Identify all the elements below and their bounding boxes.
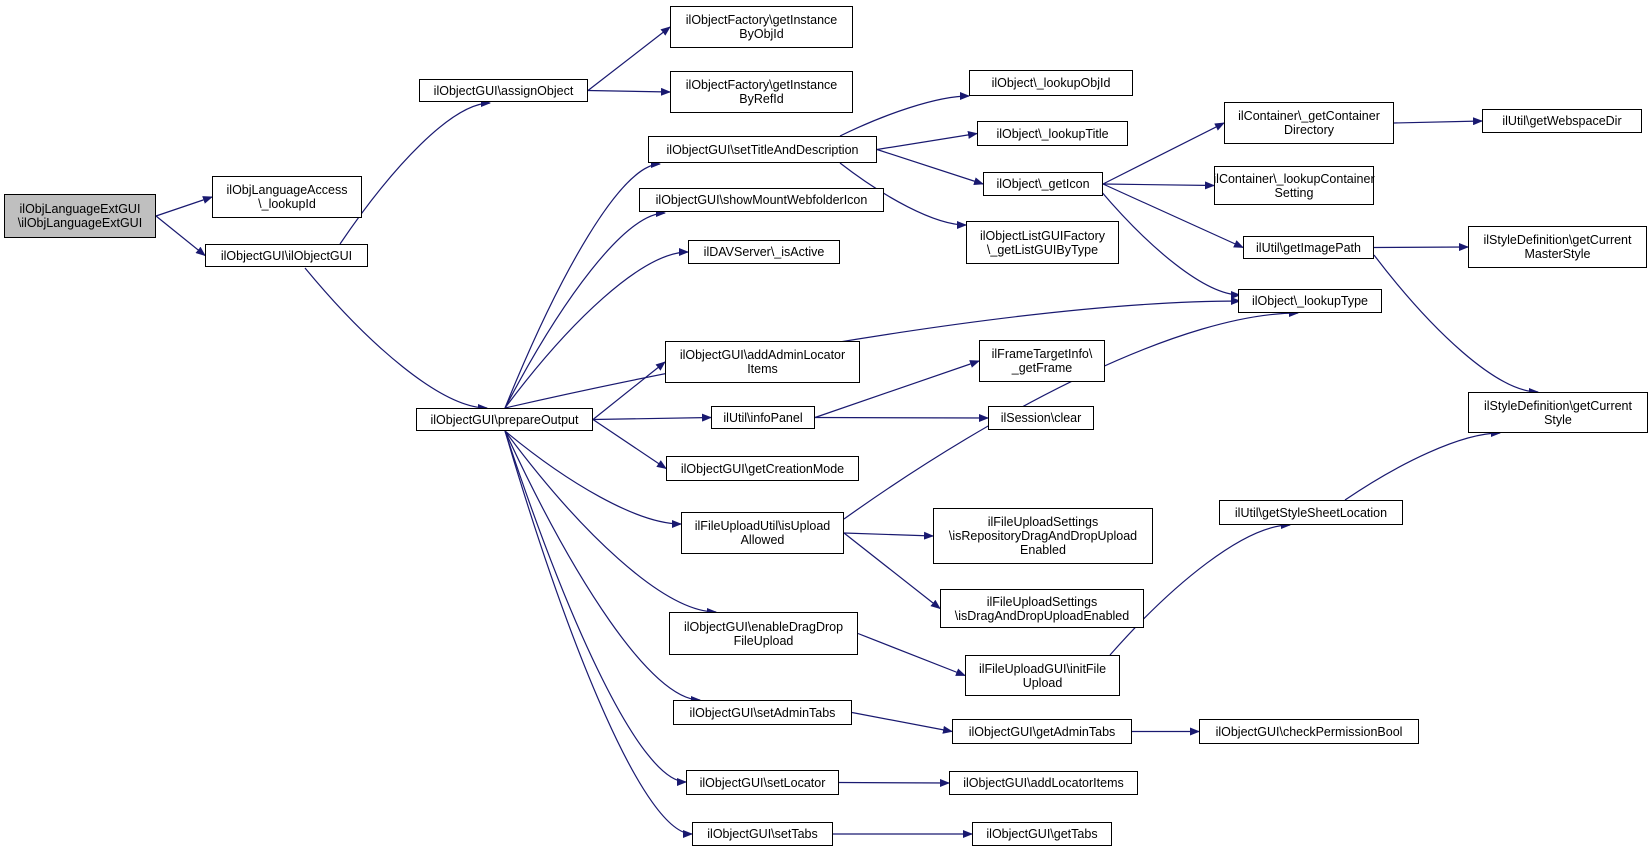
edge-cont-dir-to-webspace [1393, 117, 1483, 126]
edge-settitle-to-geticon [876, 148, 984, 186]
edge-ctor-to-prep [304, 267, 488, 412]
edge-initfile-to-stylesheet [1109, 521, 1291, 656]
edge-uploadallowed-to-repodnd [843, 531, 934, 540]
node-settitle[interactable]: ilObjectGUI\setTitleAndDescription [648, 136, 877, 163]
edge-prep-to-settabs [504, 430, 693, 838]
node-prep[interactable]: ilObjectGUI\prepareOutput [416, 408, 593, 431]
node-assign[interactable]: ilObjectGUI\assignObject [419, 79, 588, 102]
edge-setadmintabs-to-getadmintabs [851, 711, 953, 734]
edge-geticon-to-cont-set [1102, 181, 1215, 190]
edge-settitle-to-lk-title [876, 130, 978, 151]
edge-geticon-to-imgpath [1102, 183, 1244, 249]
node-session[interactable]: ilSession\clear [988, 406, 1094, 430]
node-stylesheet[interactable]: ilUtil\getStyleSheetLocation [1219, 500, 1403, 525]
node-cont-set[interactable]: ilContainer\_lookupContainer Setting [1213, 166, 1375, 205]
node-webspace[interactable]: ilUtil\getWebspaceDir [1482, 109, 1642, 133]
node-imgpath[interactable]: ilUtil\getImagePath [1243, 236, 1374, 259]
edge-geticon-to-lk-type [1099, 189, 1241, 299]
node-setlocator[interactable]: ilObjectGUI\setLocator [686, 770, 839, 795]
edge-settitle-to-lk-objid [839, 92, 970, 137]
node-checkperm[interactable]: ilObjectGUI\checkPermissionBool [1199, 719, 1419, 744]
edge-imgpath-to-masterstyle [1373, 243, 1469, 252]
node-dndenabled[interactable]: ilFileUploadSettings \isDragAndDropUploa… [940, 589, 1144, 628]
edge-enabledd-to-initfile [857, 632, 966, 677]
edge-prep-to-setlocator [504, 430, 687, 786]
edge-prep-to-mount [504, 209, 666, 409]
edge-prep-to-settitle [504, 160, 661, 409]
node-infopanel[interactable]: ilUtil\infoPanel [711, 406, 815, 429]
edge-prep-to-infopanel [592, 413, 712, 422]
node-lookupId[interactable]: ilObjLanguageAccess \_lookupId [212, 176, 362, 218]
node-uploadallowed[interactable]: ilFileUploadUtil\isUpload Allowed [681, 512, 844, 554]
edge-prep-to-adminloc [592, 361, 666, 420]
node-ctor[interactable]: ilObjectGUI\ilObjectGUI [205, 244, 368, 267]
node-gi-obj[interactable]: ilObjectFactory\getInstance ByObjId [670, 6, 853, 48]
edge-infopanel-to-frame [814, 360, 980, 419]
node-dav[interactable]: ilDAVServer\_isActive [688, 240, 840, 264]
edge-geticon-to-cont-dir [1102, 122, 1225, 185]
node-settabs[interactable]: ilObjectGUI\setTabs [692, 822, 833, 846]
node-gi-ref[interactable]: ilObjectFactory\getInstance ByRefId [670, 71, 853, 113]
node-gettabs[interactable]: ilObjectGUI\getTabs [972, 822, 1112, 846]
edge-prep-to-setadmintabs [504, 430, 701, 704]
node-adminloc[interactable]: ilObjectGUI\addAdminLocator Items [665, 341, 860, 383]
node-repodnd[interactable]: ilFileUploadSettings \isRepositoryDragAn… [933, 508, 1153, 564]
edge-root-to-ctor [155, 215, 206, 257]
node-root[interactable]: ilObjLanguageExtGUI \ilObjLanguageExtGUI [4, 194, 156, 238]
node-curstyle[interactable]: ilStyleDefinition\getCurrent Style [1468, 392, 1648, 433]
node-lk-title[interactable]: ilObject\_lookupTitle [977, 121, 1128, 146]
node-setadmintabs[interactable]: ilObjectGUI\setAdminTabs [673, 700, 852, 725]
edge-uploadallowed-to-dndenabled [843, 532, 941, 610]
node-lk-type[interactable]: ilObject\_lookupType [1238, 289, 1382, 313]
node-mount[interactable]: ilObjectGUI\showMountWebfolderIcon [639, 188, 884, 212]
edge-assign-to-gi-obj [587, 26, 671, 91]
edge-prep-to-lk-type [504, 297, 1241, 409]
node-creation[interactable]: ilObjectGUI\getCreationMode [666, 456, 859, 481]
edge-infopanel-to-session [814, 413, 989, 422]
node-geticon[interactable]: ilObject\_getIcon [983, 172, 1103, 196]
edge-prep-to-uploadallowed [504, 430, 682, 528]
node-listgui[interactable]: ilObjectListGUIFactory \_getListGUIByTyp… [966, 221, 1119, 264]
edge-stylesheet-to-curstyle [1344, 429, 1501, 501]
edge-assign-to-gi-ref [587, 87, 671, 96]
node-cont-dir[interactable]: ilContainer\_getContainer Directory [1224, 102, 1394, 144]
node-masterstyle[interactable]: ilStyleDefinition\getCurrent MasterStyle [1468, 226, 1647, 268]
node-getadmintabs[interactable]: ilObjectGUI\getAdminTabs [952, 719, 1132, 744]
edge-settitle-to-listgui [839, 162, 967, 229]
node-frame[interactable]: ilFrameTargetInfo\ _getFrame [979, 340, 1105, 382]
edge-prep-to-creation [592, 419, 667, 470]
edge-setlocator-to-addlocator [838, 778, 950, 787]
edge-root-to-lookupId [155, 196, 213, 217]
node-enabledd[interactable]: ilObjectGUI\enableDragDrop FileUpload [669, 612, 858, 655]
node-lk-objid[interactable]: ilObject\_lookupObjId [969, 70, 1133, 96]
edge-prep-to-enabledd [504, 430, 717, 616]
node-initfile[interactable]: ilFileUploadGUI\initFile Upload [965, 655, 1120, 696]
edge-prep-to-dav [504, 248, 689, 409]
node-addlocator[interactable]: ilObjectGUI\addLocatorItems [949, 771, 1138, 795]
edge-imgpath-to-curstyle [1373, 254, 1539, 396]
